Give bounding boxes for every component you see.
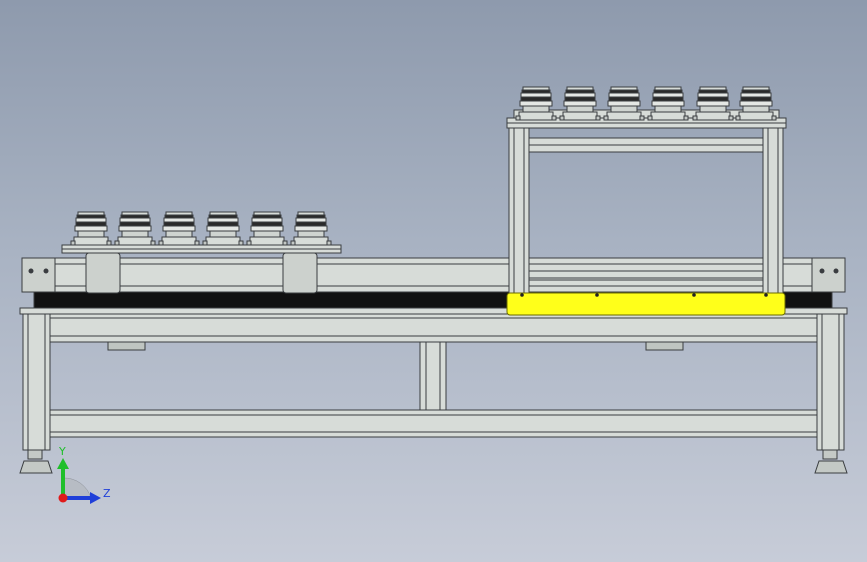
- tower-column-right: [762, 127, 784, 297]
- right-fixture-3: [603, 86, 645, 121]
- carriage-bracket-right: [282, 252, 318, 294]
- carriage-bracket-left: [85, 252, 121, 294]
- base-top-rail: [39, 311, 831, 343]
- left-fixture-4: [202, 211, 244, 246]
- conveyor-end-cap-left: [21, 257, 56, 293]
- foot-stem-left: [27, 449, 43, 460]
- selected-lift-plate[interactable]: [506, 292, 786, 316]
- left-fixture-5: [246, 211, 288, 246]
- right-fixture-2: [559, 86, 601, 121]
- left-fixture-6: [290, 211, 332, 246]
- right-pallet-plate: [513, 109, 780, 119]
- left-fixture-1: [70, 211, 112, 246]
- right-fixture-5: [692, 86, 734, 121]
- right-leg: [816, 311, 845, 451]
- right-fixture-4: [647, 86, 689, 121]
- lift-plate-highlighted[interactable]: [506, 292, 786, 316]
- y-axis-label: Y: [58, 445, 66, 458]
- carriage-brackets: [85, 252, 318, 294]
- center-post: [419, 341, 447, 411]
- rail-bracket-right: [645, 341, 684, 351]
- belt-bottom-plate: [19, 307, 848, 315]
- left-fixture-2: [114, 211, 156, 246]
- lift-tower: [506, 117, 787, 297]
- left-leg: [22, 311, 51, 451]
- coordinate-triad-icon: Y Z: [57, 445, 111, 504]
- tower-column-left: [508, 127, 530, 297]
- conveyor-end-cap-right: [811, 257, 846, 293]
- left-pallet: [61, 244, 342, 254]
- rail-bracket-left: [107, 341, 146, 351]
- foot-pad-right: [814, 460, 848, 474]
- right-fixture-1: [515, 86, 557, 121]
- left-fixture-3: [158, 211, 200, 246]
- base-lower-rail: [39, 409, 831, 438]
- z-axis-label: Z: [103, 487, 111, 500]
- leveling-feet: [19, 449, 848, 474]
- foot-pad-left: [19, 460, 53, 474]
- base-frame: [22, 311, 845, 451]
- left-fixture-row: [70, 211, 332, 246]
- foot-stem-right: [822, 449, 838, 460]
- right-pallet: [513, 109, 780, 119]
- right-fixture-row: [515, 86, 777, 121]
- right-fixture-6: [735, 86, 777, 121]
